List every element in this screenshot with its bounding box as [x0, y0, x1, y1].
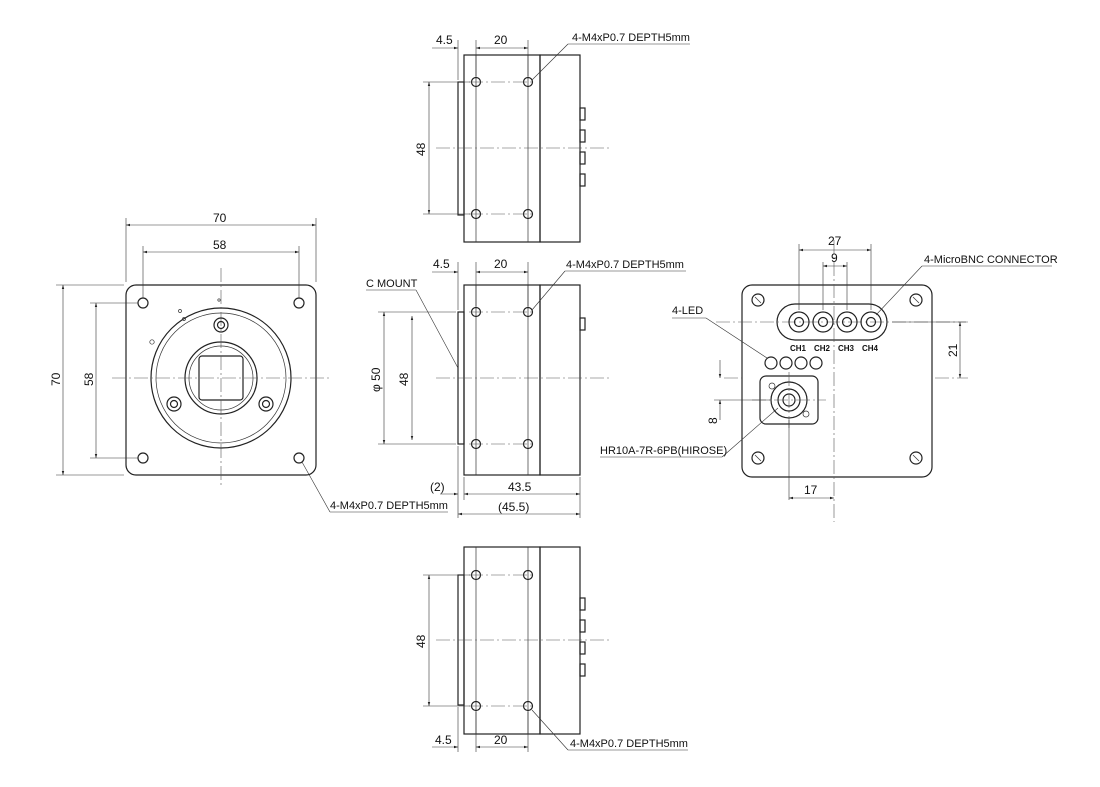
- front-dim-outer-v: 70: [49, 372, 63, 386]
- side-dim-total: (45.5): [498, 500, 529, 514]
- side-dim-flange: (2): [430, 480, 445, 494]
- bottom-tap-note: 4-M4xP0.7 DEPTH5mm: [570, 738, 688, 750]
- front-tap-note: 4-M4xP0.7 DEPTH5mm: [330, 500, 448, 512]
- back-dim-17: 17: [804, 483, 818, 497]
- channel-label-2: CH2: [814, 344, 831, 353]
- front-dim-holes: 58: [213, 238, 227, 252]
- bottom-dim-height: 48: [414, 634, 428, 648]
- channel-label-4: CH4: [862, 344, 879, 353]
- back-dim-21: 21: [946, 343, 960, 357]
- top-view: 4.5 20 48 4-M4xP0.7 DEPTH5mm: [414, 32, 690, 243]
- side-tap-note: 4-M4xP0.7 DEPTH5mm: [566, 259, 684, 271]
- channel-label-1: CH1: [790, 344, 807, 353]
- side-dim-offset: 4.5: [433, 257, 450, 271]
- bottom-dim-offset: 4.5: [435, 733, 452, 747]
- side-view: 4.5 20 4-M4xP0.7 DEPTH5mm C MOUNT φ 50 4…: [366, 257, 686, 518]
- side-dim-width: 20: [494, 257, 508, 271]
- back-dim-span: 27: [828, 234, 842, 248]
- side-dim-height: 48: [397, 372, 411, 386]
- top-tap-note: 4-M4xP0.7 DEPTH5mm: [572, 32, 690, 44]
- back-dim-8: 8: [706, 417, 720, 424]
- top-dim-offset: 4.5: [436, 33, 453, 47]
- bottom-dim-width: 20: [494, 733, 508, 747]
- top-dim-width: 20: [494, 33, 508, 47]
- front-view: 70 58 70 58 4-M4xP0.7 DEPTH5mm: [49, 211, 448, 513]
- led-label: 4-LED: [672, 305, 703, 317]
- side-dim-diameter: φ 50: [369, 367, 383, 392]
- side-dim-body: 43.5: [508, 480, 532, 494]
- front-dim-holes-v: 58: [82, 372, 96, 386]
- bnc-connector-label: 4-MicroBNC CONNECTOR: [924, 254, 1058, 266]
- back-view: CH1 CH2 CH3 CH4 27 9 4-MicroBNC CONNECTO…: [600, 234, 1058, 522]
- bottom-view: 48 4.5 20 4-M4xP0.7 DEPTH5mm: [414, 546, 688, 752]
- c-mount-label: C MOUNT: [366, 278, 418, 290]
- back-dim-pitch: 9: [831, 251, 838, 265]
- top-dim-height: 48: [414, 142, 428, 156]
- connector-label: HR10A-7R-6PB(HIROSE): [600, 445, 727, 457]
- channel-label-3: CH3: [838, 344, 855, 353]
- front-dim-outer: 70: [213, 211, 227, 225]
